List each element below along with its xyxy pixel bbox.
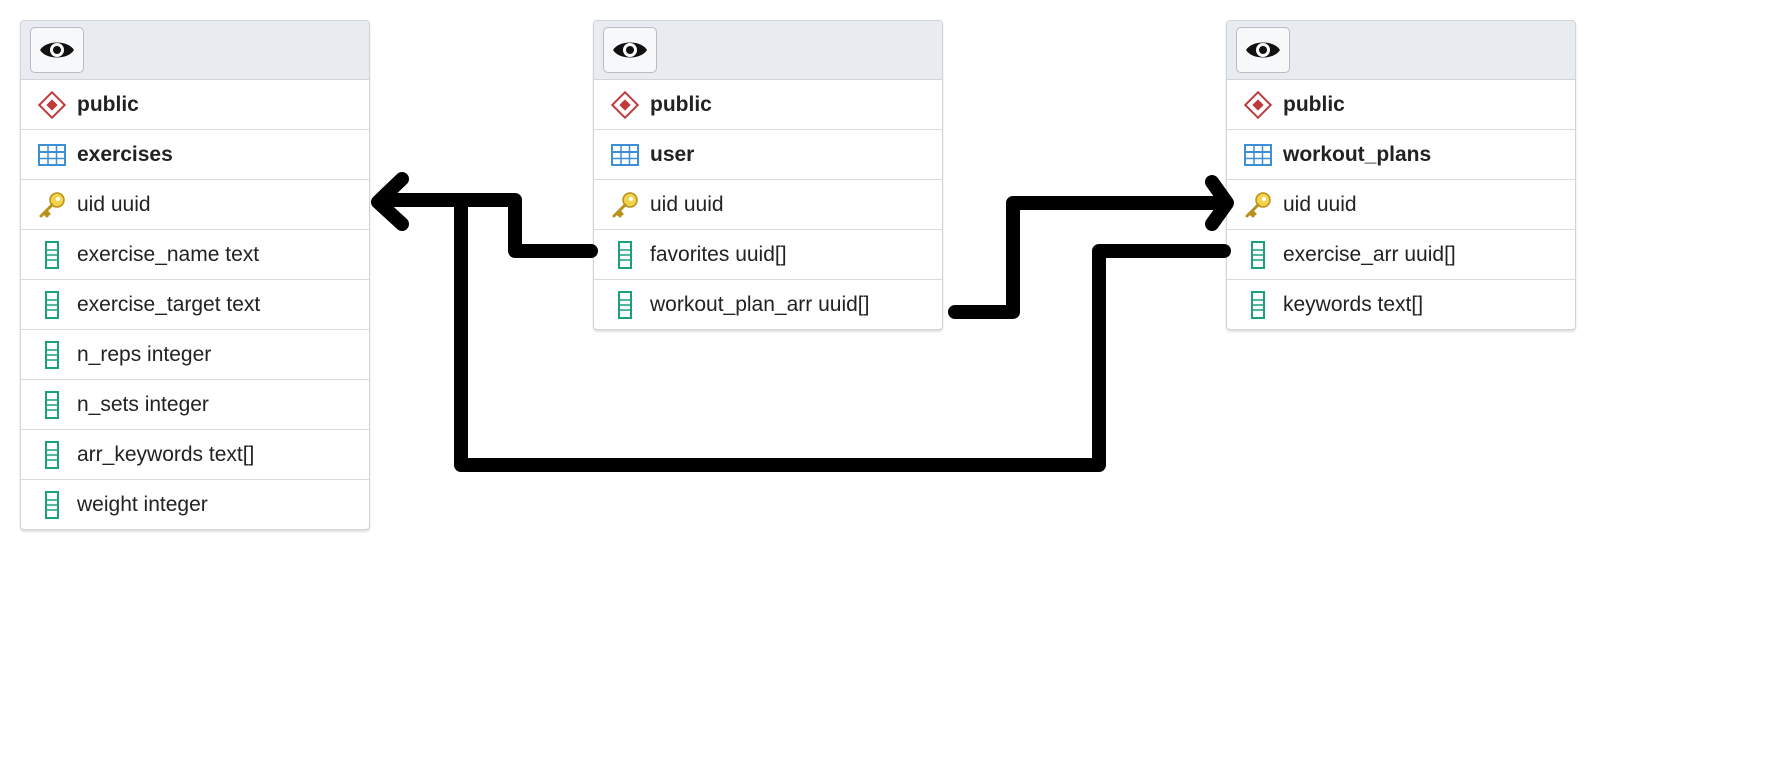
column-row[interactable]: uid uuid — [21, 180, 369, 230]
column-icon — [1243, 240, 1273, 270]
table-name: exercises — [77, 142, 173, 166]
column-label: favorites uuid[] — [650, 242, 787, 266]
column-label: arr_keywords text[] — [77, 442, 255, 466]
edge-user-favorites-to-exercises — [378, 193, 598, 258]
column-row[interactable]: keywords text[] — [1227, 280, 1575, 329]
eye-icon — [40, 42, 74, 58]
column-label: exercise_arr uuid[] — [1283, 242, 1456, 266]
column-label: exercise_target text — [77, 292, 261, 316]
column-icon — [610, 290, 640, 320]
column-label: weight integer — [77, 492, 208, 516]
column-row[interactable]: n_sets integer — [21, 380, 369, 430]
table-name: workout_plans — [1283, 142, 1432, 166]
column-row[interactable]: workout_plan_arr uuid[] — [594, 280, 942, 329]
schema-name: public — [650, 92, 712, 116]
table-header — [594, 21, 942, 80]
column-row[interactable]: uid uuid — [594, 180, 942, 230]
column-label: uid uuid — [1283, 192, 1357, 216]
column-row[interactable]: arr_keywords text[] — [21, 430, 369, 480]
column-label: n_reps integer — [77, 342, 212, 366]
schema-name: public — [1283, 92, 1345, 116]
column-icon — [37, 340, 67, 370]
column-row[interactable]: n_reps integer — [21, 330, 369, 380]
column-label: keywords text[] — [1283, 292, 1424, 316]
column-label: exercise_name text — [77, 242, 260, 266]
column-row[interactable]: exercise_name text — [21, 230, 369, 280]
column-icon — [1243, 290, 1273, 320]
column-label: workout_plan_arr uuid[] — [650, 292, 870, 316]
table-header — [1227, 21, 1575, 80]
column-icon — [37, 390, 67, 420]
table-name-row: user — [594, 130, 942, 180]
eye-toggle-button[interactable] — [1236, 27, 1290, 73]
table-icon — [37, 140, 67, 170]
column-row[interactable]: uid uuid — [1227, 180, 1575, 230]
schema-icon — [37, 90, 67, 120]
table-icon — [610, 140, 640, 170]
schema-row: public — [594, 80, 942, 130]
column-row[interactable]: weight integer — [21, 480, 369, 529]
table-name: user — [650, 142, 695, 166]
table-node-user[interactable]: public user uid uuid favorites uuid[] wo… — [593, 20, 943, 330]
eye-icon — [1246, 42, 1280, 58]
edge-user-workout-plan-arr-to-workout-plans — [948, 196, 1222, 319]
schema-row: public — [1227, 80, 1575, 130]
key-icon — [610, 190, 640, 220]
eye-toggle-button[interactable] — [603, 27, 657, 73]
column-row[interactable]: favorites uuid[] — [594, 230, 942, 280]
schema-icon — [1243, 90, 1273, 120]
table-icon — [1243, 140, 1273, 170]
table-node-exercises[interactable]: public exercises uid uuid exercise_name … — [20, 20, 370, 530]
column-label: n_sets integer — [77, 392, 209, 416]
schema-row: public — [21, 80, 369, 130]
column-icon — [37, 240, 67, 270]
column-icon — [37, 440, 67, 470]
arrowhead-exercises — [371, 172, 409, 231]
column-label: uid uuid — [77, 192, 151, 216]
table-name-row: exercises — [21, 130, 369, 180]
key-icon — [37, 190, 67, 220]
column-icon — [37, 490, 67, 520]
table-node-workout-plans[interactable]: public workout_plans uid uuid exercise_a… — [1226, 20, 1576, 330]
column-icon — [37, 290, 67, 320]
eye-icon — [613, 42, 647, 58]
table-name-row: workout_plans — [1227, 130, 1575, 180]
arrowhead-workout-plans — [1205, 175, 1234, 231]
column-row[interactable]: exercise_target text — [21, 280, 369, 330]
schema-name: public — [77, 92, 139, 116]
key-icon — [1243, 190, 1273, 220]
table-header — [21, 21, 369, 80]
column-row[interactable]: exercise_arr uuid[] — [1227, 230, 1575, 280]
column-icon — [610, 240, 640, 270]
eye-toggle-button[interactable] — [30, 27, 84, 73]
schema-icon — [610, 90, 640, 120]
column-label: uid uuid — [650, 192, 724, 216]
